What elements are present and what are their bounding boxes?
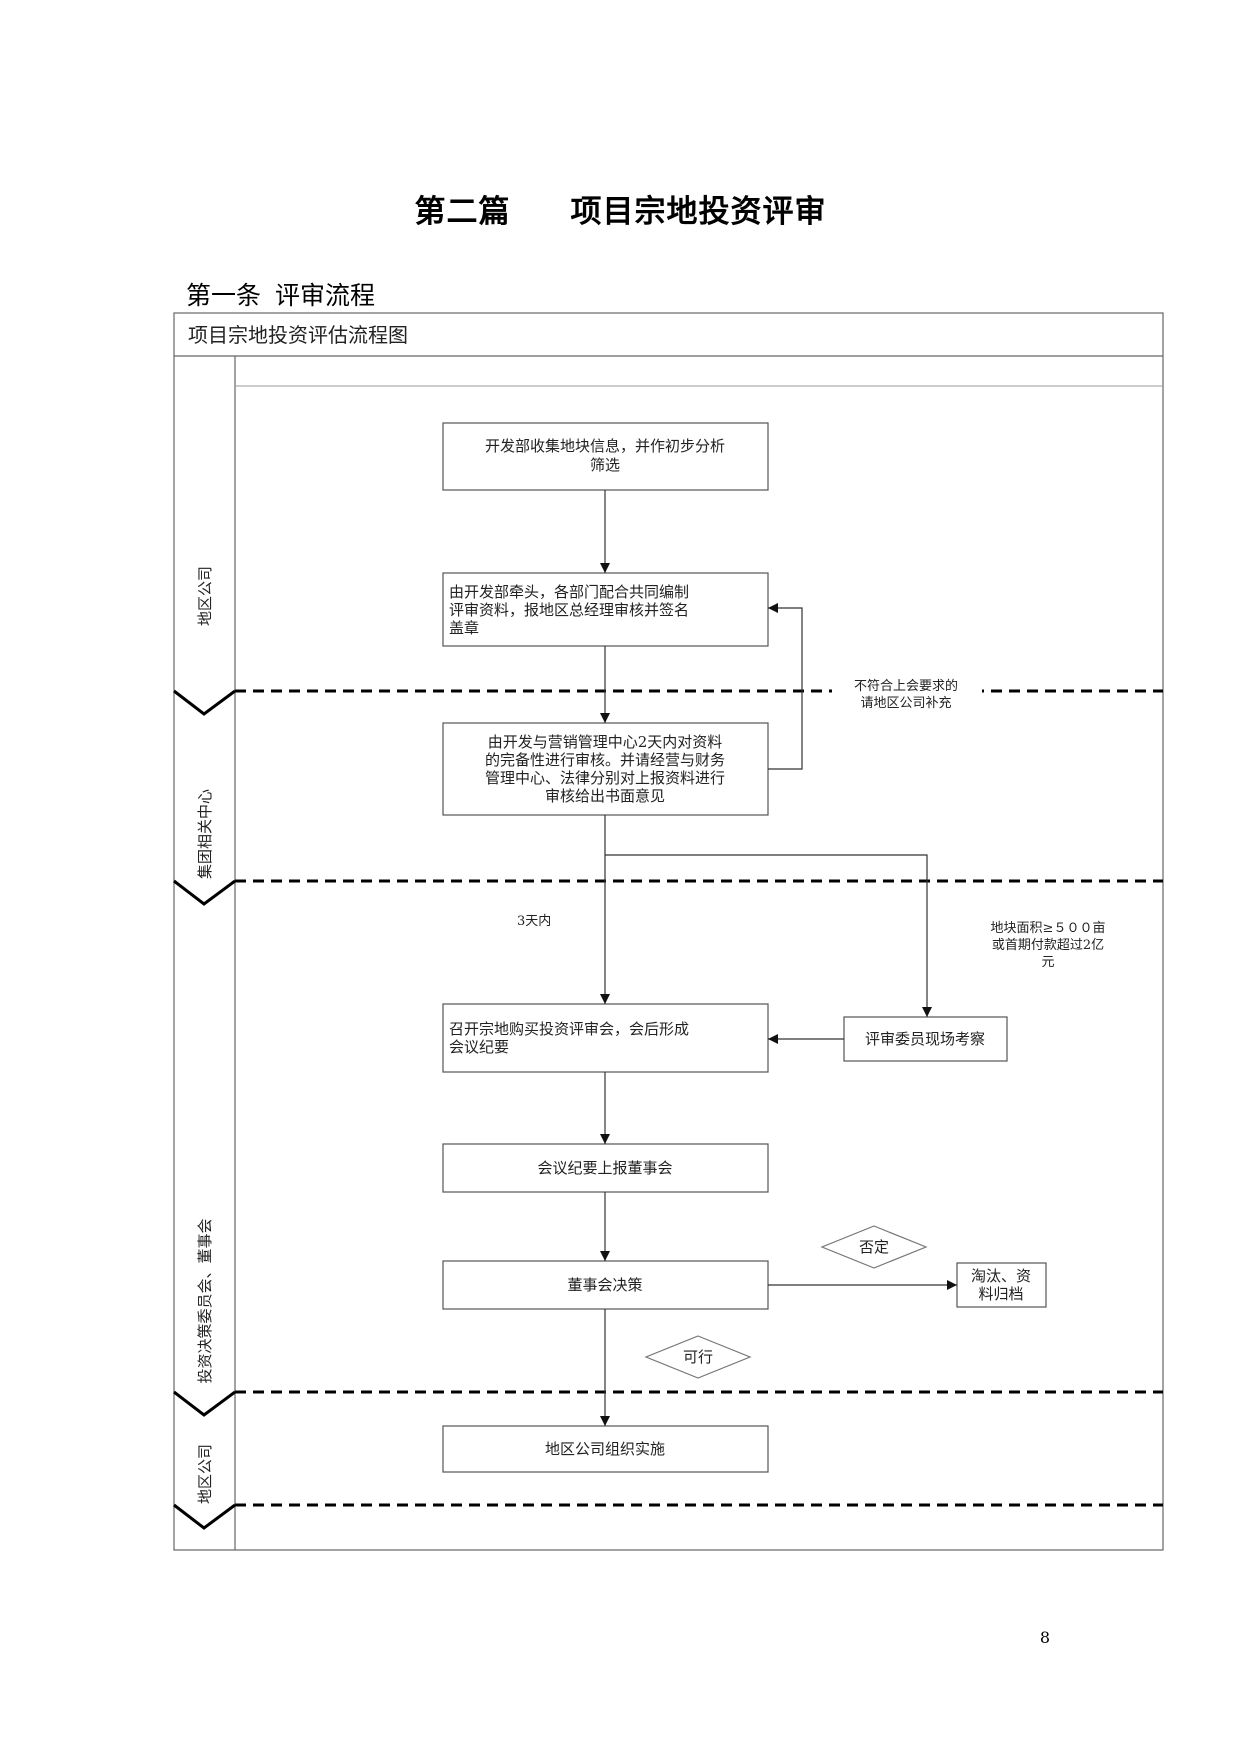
step-prepare-line1: 由开发部牵头，各部门配合共同编制 <box>449 583 689 601</box>
step-report-text: 会议纪要上报董事会 <box>537 1159 672 1177</box>
lane-label-regional: 地区公司 <box>196 566 214 626</box>
lane-label-committee-board: 投资决策委员会、董事会 <box>196 1218 214 1383</box>
flowchart-title: 项目宗地投资评估流程图 <box>188 323 408 347</box>
step-archive-line1: 淘汰、资 <box>971 1267 1031 1285</box>
decision-reject-label: 否定 <box>859 1238 889 1256</box>
step-archive-box <box>956 1262 1047 1308</box>
step-review-box <box>442 722 769 816</box>
step-decision-text: 董事会决策 <box>567 1276 642 1294</box>
step-prepare-line2: 评审资料，报地区总经理审核并签名 <box>449 601 689 619</box>
supplement-note-line1: 不符合上会要求的 <box>854 678 958 694</box>
step-collect-line2: 筛选 <box>590 456 620 474</box>
step-meeting-line1: 召开宗地购买投资评审会，会后形成 <box>449 1020 689 1038</box>
lane-label-group-centers: 集团相关中心 <box>196 789 214 879</box>
step-collect-box <box>442 422 769 491</box>
lane-chevron <box>173 1390 236 1417</box>
decision-approve-diamond <box>644 1335 752 1379</box>
part-label: 第二篇 <box>414 194 511 230</box>
step-collect-line1: 开发部收集地块信息，并作初步分析 <box>485 437 725 455</box>
decision-approve-label: 可行 <box>683 1348 713 1366</box>
lane-chevron <box>173 689 236 716</box>
section-label: 第一条 <box>186 281 262 310</box>
step-implement-text: 地区公司组织实施 <box>545 1440 665 1458</box>
condition-note-line2: 或首期付款超过2亿 <box>992 938 1104 953</box>
lane-chevron <box>173 879 236 906</box>
supplement-note-bg <box>832 676 982 712</box>
lane-chevron <box>173 1503 236 1530</box>
page-title: 第二篇 项目宗地投资评审 <box>0 186 1241 231</box>
supplement-note-line2: 请地区公司补充 <box>860 695 951 711</box>
step-review-line4: 审核给出书面意见 <box>545 787 665 805</box>
section-title: 第一条评审流程 <box>186 276 375 312</box>
decision-reject-diamond <box>820 1225 928 1269</box>
step-prepare-line3: 盖章 <box>449 619 479 637</box>
section-name: 评审流程 <box>275 281 376 310</box>
step-review-line2: 的完备性进行审核。并请经营与财务 <box>485 751 725 769</box>
page-number: 8 <box>1039 1628 1051 1647</box>
step-inspect-box <box>843 1016 1008 1062</box>
step-inspect-text: 评审委员现场考察 <box>865 1030 985 1048</box>
condition-note-line1: 地块面积≥５００亩 <box>991 920 1106 936</box>
lane-chevrons <box>173 689 236 1530</box>
step-review-line1: 由开发与营销管理中心2天内对资料 <box>488 733 723 751</box>
step-report-box <box>442 1143 769 1193</box>
lane-label-regional-implement: 地区公司 <box>196 1444 214 1504</box>
step-meeting-line2: 会议纪要 <box>449 1038 509 1056</box>
flowchart-frame <box>173 312 1164 1551</box>
within-days-note: 3天内 <box>517 913 551 929</box>
step-archive-line2: 料归档 <box>978 1285 1023 1303</box>
lane-separators <box>235 689 1163 1507</box>
part-title: 项目宗地投资评审 <box>570 194 827 230</box>
connector-review-feedback <box>768 603 803 770</box>
step-review-line3: 管理中心、法律分别对上报资料进行 <box>485 769 725 787</box>
condition-note-line3: 元 <box>1041 955 1054 970</box>
connector-review-inspect <box>605 854 932 1017</box>
step-decision-box <box>442 1260 769 1310</box>
